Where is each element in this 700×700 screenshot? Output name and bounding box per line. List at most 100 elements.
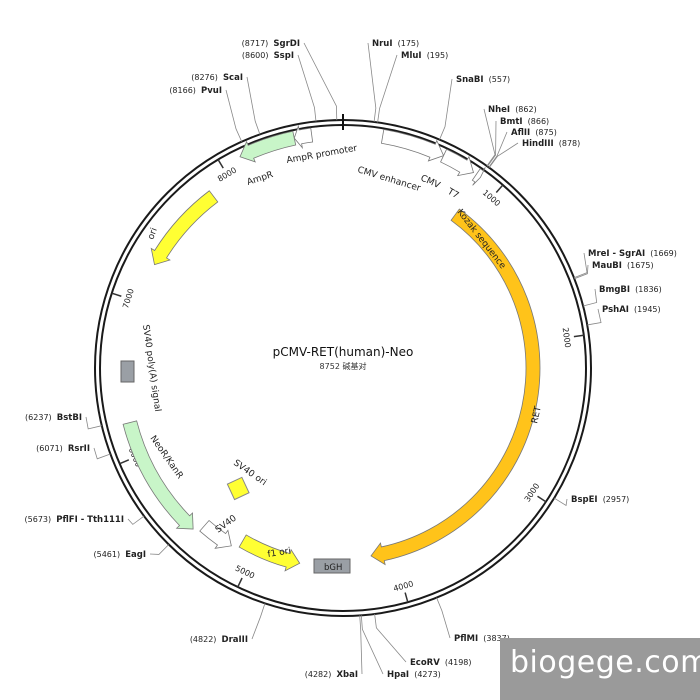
site-label: (4282) XbaI [305,662,358,681]
feature-arrow-ampr-promoter [293,124,314,150]
site-label: (4822) DraIII [190,627,248,646]
cmv-label: CMV [419,174,442,192]
feature-group [122,124,541,572]
site-enzyme-name: DraIII [222,635,248,645]
site-enzyme-name: BspEI [571,495,598,505]
site-enzyme-name: RsrII [68,444,90,454]
site-enzyme-name: NruI [372,39,393,49]
site-enzyme-name: MreI - SgrAI [588,249,645,259]
site-leader-line [488,131,508,168]
site-label: PshAI (1945) [602,297,661,316]
site-enzyme-name: SnaBI [456,75,484,85]
site-label: MauBI (1675) [592,253,654,272]
site-enzyme-name: PflFI - Tth111I [56,515,124,525]
plasmid-size: 8752 碱基对 [320,361,367,371]
site-position: (6071) [36,444,63,453]
site-leader-line [127,515,145,525]
restriction-site-group: (8717) SgrDI(8600) SspI (8276) ScaI(8166)… [25,31,677,681]
tick-label: 4000 [392,579,414,593]
tick-mark [217,159,224,169]
site-label: (8717) SgrDI [242,31,300,50]
site-leader-line [225,89,243,142]
site-leader-line [149,544,170,555]
tick-mark [573,334,584,338]
site-position: (5461) [94,550,121,559]
site-position: (1836) [635,285,662,294]
site-label: (8600) SspI [242,43,294,62]
feature-arrow-f1-ori [238,534,301,572]
site-label: HpaI (4273) [387,662,441,681]
kozak-label: Kozak sequence [455,208,508,272]
site-position: (1669) [650,249,677,258]
tick-mark [237,577,243,588]
feature-arrow-ampr [239,130,297,163]
site-enzyme-name: EcoRV [410,658,440,668]
site-enzyme-name: SgrDI [273,39,300,49]
site-leader-line [436,597,451,639]
site-enzyme-name: MauBI [592,261,622,271]
site-label: (6237) BstBI [25,405,82,424]
ampr-promoter-label: AmpR promoter [286,144,358,166]
site-leader-line [439,78,453,140]
bgh-label: bGH [324,563,342,573]
site-enzyme-name: BmgBI [599,285,630,295]
tick-mark [537,495,547,503]
site-leader-line [573,252,588,279]
site-enzyme-name: EagI [125,550,146,560]
site-leader-line [583,288,598,307]
site-leader-line [574,264,589,280]
site-leader-line [488,142,519,168]
tick-label: 5000 [234,564,256,581]
site-position: (4822) [190,635,217,644]
site-position: (4282) [305,670,332,679]
watermark-text: biogege.com [510,645,700,680]
site-position: (1945) [634,305,661,314]
site-label: EcoRV (4198) [410,650,472,669]
site-enzyme-name: MluI [401,51,422,61]
site-label: (8166) PvuI [169,78,222,97]
site-position: (557) [489,75,511,84]
site-position: (4198) [445,658,472,667]
site-label: PflMI (3837) [454,626,510,645]
tick-mark [119,459,130,465]
site-enzyme-name: HindIII [522,139,554,149]
feature-arrow-ori [150,190,219,266]
site-leader-line [93,447,111,460]
ret-label: RET [530,405,544,425]
site-position: (8276) [191,73,218,82]
site-enzyme-name: BstBI [57,413,82,423]
sv40-ori-box [226,476,250,501]
site-position: (4273) [414,670,441,679]
cmv-enhancer-label: CMV enhancer [356,165,422,194]
site-leader-line [377,54,398,123]
site-position: (175) [398,39,420,48]
site-leader-line [487,120,497,167]
site-label: MreI - SgrAI (1669) [588,241,677,260]
site-leader-line [85,416,102,430]
ampr-label: AmpR [246,170,275,188]
site-leader-line [251,603,266,640]
site-enzyme-name: XbaI [336,670,358,680]
site-position: (1675) [627,261,654,270]
f1-ori-label: f1 ori [267,546,292,560]
tick-label: 8000 [216,165,238,183]
feature-arrow-t7 [471,167,486,186]
site-leader-line [246,76,261,135]
watermark-banner: biogege.com [500,638,700,700]
site-position: (878) [559,139,581,148]
site-label: (8276) ScaI [191,65,243,84]
site-label: MluI (195) [401,43,448,62]
feature-arrow-ret [370,208,541,566]
site-leader-line [587,308,602,326]
site-enzyme-name: PvuI [201,86,222,96]
feature-arrow-cmv [440,148,474,177]
site-position: (8717) [242,39,269,48]
feature-arrow-neor-kanr [122,420,194,530]
tick-mark [495,184,504,194]
tick-label: 1000 [481,188,502,208]
site-label: (5673) PflFI - Tth111I [25,507,124,526]
site-label: NheI (862) [488,97,537,116]
site-label: NruI (175) [372,31,419,50]
site-position: (195) [427,51,449,60]
